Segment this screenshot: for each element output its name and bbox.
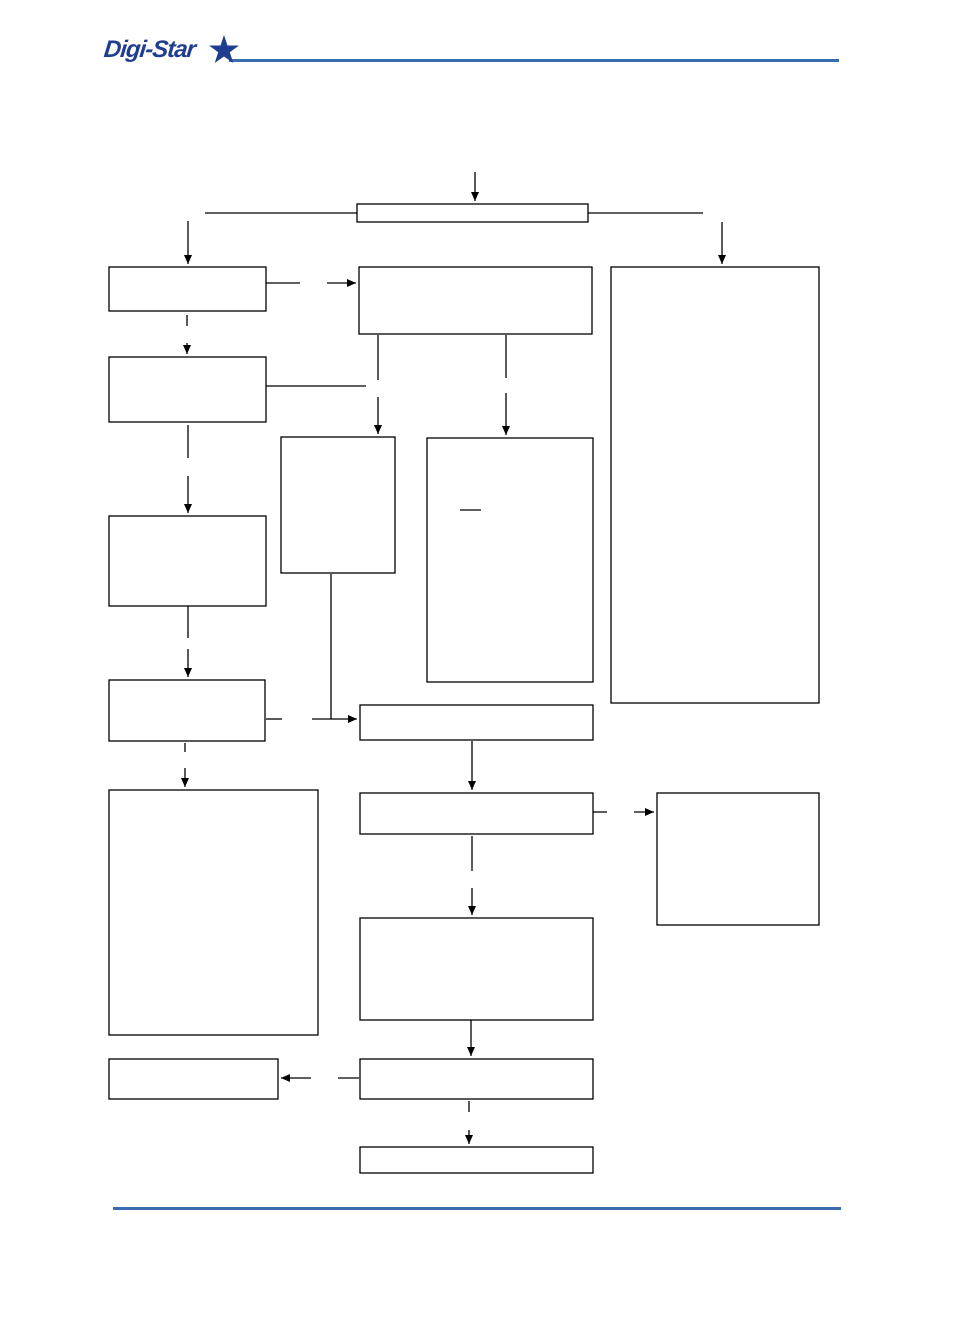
footer-rule (113, 1207, 841, 1210)
box-left-2 (108, 356, 267, 423)
box-right-mid (656, 792, 820, 926)
box-left-1 (108, 266, 267, 312)
box-center-5 (359, 1058, 594, 1100)
box-left-3 (108, 515, 267, 607)
header-rule (229, 59, 839, 62)
box-center-1 (358, 266, 593, 335)
box-center-2 (359, 704, 594, 741)
box-bottom-left (108, 1058, 279, 1100)
box-center-right (426, 437, 594, 683)
box-top (356, 203, 589, 223)
box-center-left (280, 436, 396, 574)
box-center-4 (359, 917, 594, 1021)
box-left-4 (108, 679, 266, 742)
box-bottom (359, 1146, 594, 1174)
box-right-tall (610, 266, 820, 704)
star-icon (209, 35, 239, 63)
box-center-3 (359, 792, 594, 835)
brand-logo: Digi-Star (103, 34, 244, 68)
box-left-tall (108, 789, 319, 1036)
